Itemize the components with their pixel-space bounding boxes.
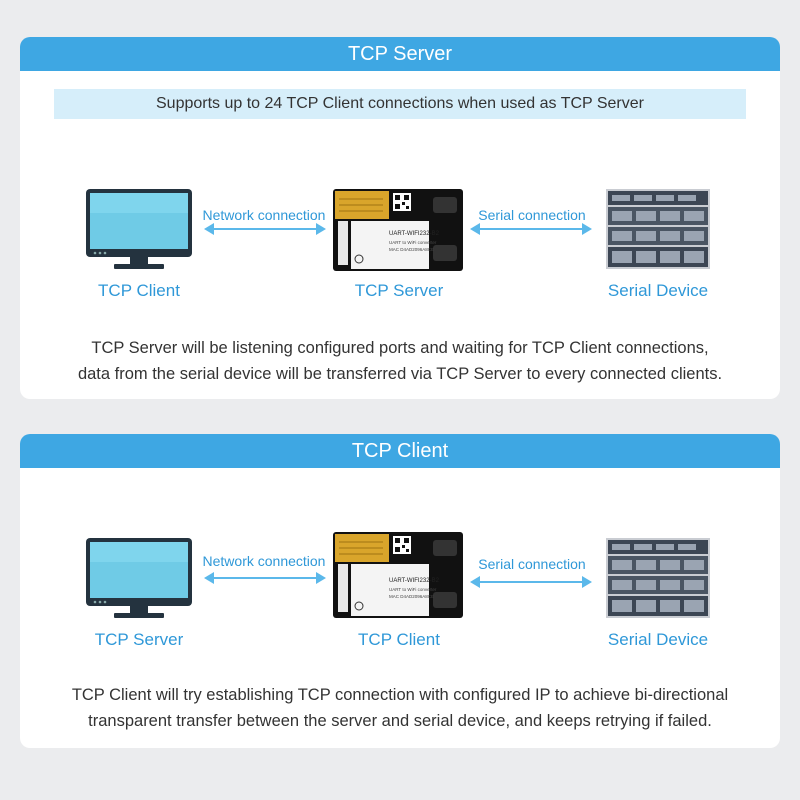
module-mac-text: MAC D4AD2096A8CE (389, 247, 434, 252)
tcp-client-panel: TCP Client UART-WIFI232-B2 UART to Wi (20, 434, 780, 748)
monitor-icon (84, 187, 194, 277)
network-connection-label: Network connection (202, 553, 326, 569)
module-mac-text: MAC D4AD2096A8CE (389, 594, 434, 599)
description-line: transparent transfer between the server … (88, 712, 712, 730)
server-rack-icon (602, 189, 714, 274)
panel-subtitle: Supports up to 24 TCP Client connections… (54, 89, 746, 119)
wifi-module-board-icon: UART-WIFI232-B2 UART to WiFi converter M… (333, 532, 463, 623)
left-device-label: TCP Client (98, 281, 180, 300)
wifi-module-board-icon: UART-WIFI232-B2 UART to WiFi converter M… (333, 189, 463, 276)
server-rack-icon (602, 538, 714, 623)
module-model-text: UART-WIFI232-B2 (389, 578, 440, 584)
tcp-server-panel: TCP Server Supports up to 24 TCP Client … (20, 37, 780, 399)
serial-connection-label: Serial connection (478, 556, 586, 572)
description-line: data from the serial device will be tran… (77, 365, 723, 383)
center-device-label: TCP Server (354, 281, 444, 300)
bidirectional-arrow-icon (468, 574, 594, 595)
bidirectional-arrow-icon (202, 570, 328, 591)
module-subtitle-text: UART to WiFi converter (389, 587, 437, 592)
right-device-label: Serial Device (607, 630, 709, 649)
left-device-label: TCP Server (94, 630, 184, 649)
description-line: TCP Server will be listening configured … (91, 339, 709, 357)
module-subtitle-text: UART to WiFi converter (389, 240, 437, 245)
center-device-label: TCP Client (358, 630, 440, 649)
bidirectional-arrow-icon (202, 221, 328, 242)
panel-title: TCP Client (20, 434, 780, 468)
network-connection-label: Network connection (202, 207, 326, 223)
serial-connection-label: Serial connection (478, 207, 586, 223)
description-line: TCP Client will try establishing TCP con… (71, 686, 729, 704)
bidirectional-arrow-icon (468, 221, 594, 242)
module-model-text: UART-WIFI232-B2 (389, 231, 440, 237)
monitor-icon (84, 536, 194, 626)
right-device-label: Serial Device (607, 281, 709, 300)
panel-title: TCP Server (20, 37, 780, 71)
